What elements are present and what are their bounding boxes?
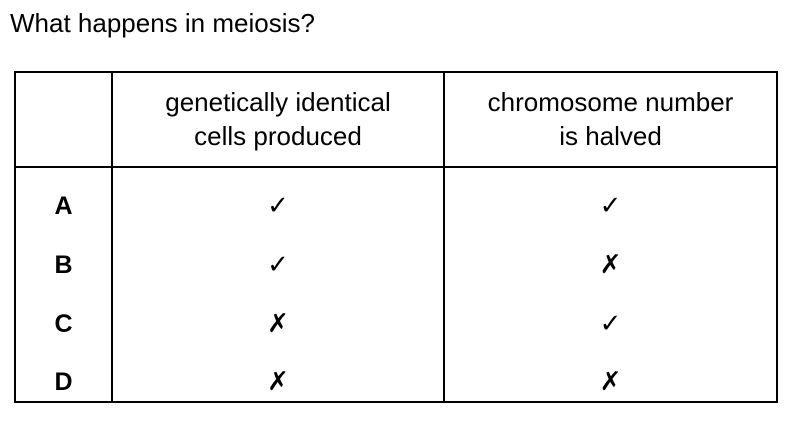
column-divider [443, 73, 445, 401]
column-header-chromosome-halved: chromosome number is halved [445, 85, 776, 153]
option-label: D [54, 368, 73, 396]
option-label: C [54, 310, 73, 338]
column-divider [111, 73, 113, 401]
cross-mark-icon: ✗ [267, 367, 289, 397]
option-label: A [54, 192, 73, 220]
table-row: A ✓ ✓ [16, 186, 776, 226]
header-divider [16, 166, 776, 168]
check-mark-icon: ✓ [599, 191, 622, 221]
header-line: cells produced [194, 121, 362, 151]
check-mark-icon: ✓ [267, 250, 289, 280]
question-text: What happens in meiosis? [10, 8, 315, 38]
table-row: C ✗ ✓ [16, 304, 776, 344]
option-label: B [54, 251, 73, 279]
check-mark-icon: ✓ [599, 309, 622, 339]
cross-mark-icon: ✗ [599, 367, 622, 397]
table-row: D ✗ ✗ [16, 362, 776, 402]
cross-mark-icon: ✗ [599, 250, 622, 280]
header-line: is halved [559, 121, 662, 151]
check-mark-icon: ✓ [267, 191, 289, 221]
table-row: B ✓ ✗ [16, 245, 776, 285]
header-line: genetically identical [165, 87, 391, 117]
cross-mark-icon: ✗ [267, 309, 289, 339]
answer-table: genetically identical cells produced chr… [14, 71, 778, 403]
column-header-identical-cells: genetically identical cells produced [113, 85, 443, 153]
header-line: chromosome number [487, 87, 734, 117]
